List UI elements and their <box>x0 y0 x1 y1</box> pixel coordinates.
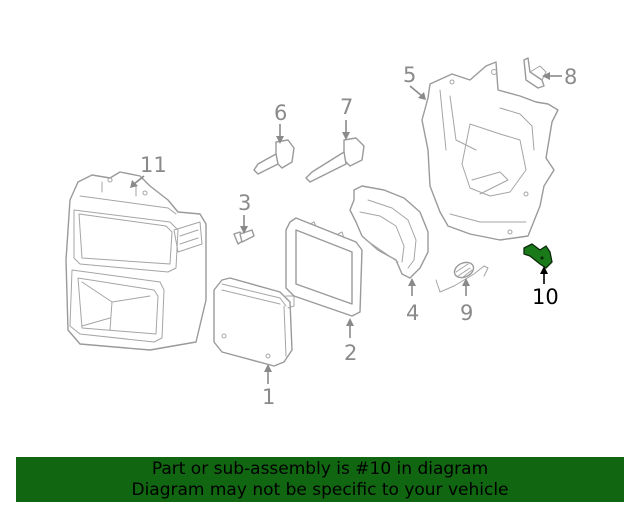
svg-text:8: 8 <box>564 65 577 89</box>
callout-2: 2 <box>344 318 357 365</box>
part-8-bracket <box>523 57 547 89</box>
svg-text:1: 1 <box>262 385 275 409</box>
part-info-banner: Part or sub-assembly is #10 in diagram D… <box>16 457 624 502</box>
svg-text:5: 5 <box>403 63 416 87</box>
banner-line-1: Part or sub-assembly is #10 in diagram <box>151 458 489 479</box>
callout-5: 5 <box>403 63 426 100</box>
callout-8: 8 <box>542 65 577 89</box>
svg-text:6: 6 <box>274 101 287 125</box>
svg-text:2: 2 <box>344 341 357 365</box>
part-1-headlamp <box>213 277 295 367</box>
part-11-bezel <box>65 171 207 351</box>
svg-text:9: 9 <box>460 301 473 325</box>
part-6-adjuster <box>253 139 295 175</box>
part-7-adjuster-long <box>305 137 365 183</box>
callout-10[interactable]: 10 <box>532 266 559 309</box>
svg-text:3: 3 <box>238 191 251 215</box>
part-10-highlighted-clip[interactable] <box>523 243 553 269</box>
banner-line-2: Diagram may not be specific to your vehi… <box>131 479 509 500</box>
part-5-housing <box>421 61 559 241</box>
callout-7: 7 <box>340 95 353 140</box>
svg-text:7: 7 <box>340 95 353 119</box>
callout-11: 11 <box>130 153 167 188</box>
callout-3: 3 <box>238 191 251 234</box>
part-9-spring <box>435 261 489 293</box>
svg-text:4: 4 <box>406 301 419 325</box>
part-2-retainer-ring <box>285 217 363 317</box>
callout-4: 4 <box>406 278 419 325</box>
svg-text:11: 11 <box>140 153 167 177</box>
callout-6: 6 <box>274 101 287 144</box>
part-4-mounting-ring <box>349 185 429 279</box>
parts-diagram: 1 2 3 4 5 6 7 8 9 10 <box>65 57 577 409</box>
svg-text:10: 10 <box>532 285 559 309</box>
callout-1: 1 <box>262 364 275 409</box>
callout-9: 9 <box>460 278 473 325</box>
